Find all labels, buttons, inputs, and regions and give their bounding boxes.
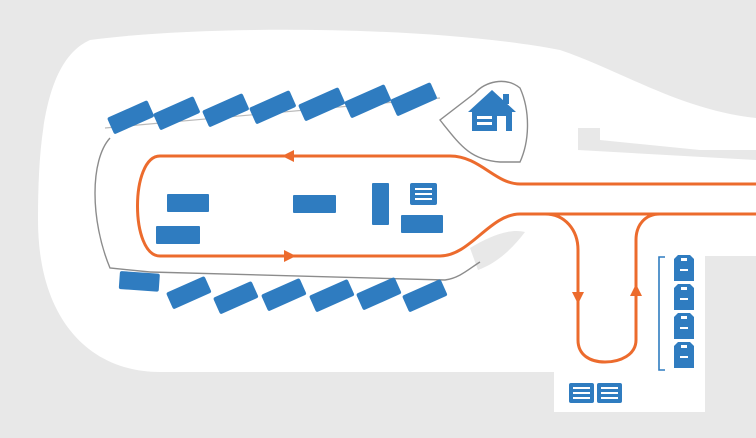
parking-outline [439,80,529,163]
building [156,226,200,244]
building [261,278,307,311]
shed-icon [674,342,694,368]
building [202,93,249,127]
bracket-icon [658,256,665,371]
route-arrow-icon [284,250,296,262]
top-building-row [107,82,437,134]
building [167,194,209,212]
building [107,100,154,134]
building [166,276,212,309]
building [309,279,355,312]
building [401,215,443,233]
building [118,271,160,292]
list-icon [569,383,594,403]
building [344,84,391,118]
loop-outline [94,137,151,273]
building [298,87,345,121]
building [402,279,448,312]
list-icon [597,383,622,403]
building [356,277,402,310]
building [390,82,437,116]
route-branch [544,212,661,364]
road-island-top [578,128,756,160]
lot-area [38,29,756,413]
bottom-building-row [118,271,448,314]
shed-icon [674,255,694,281]
building [293,195,336,213]
building [153,96,200,130]
shed-icon [674,284,694,310]
route-arrow-icon [630,284,642,296]
central-buildings [156,183,443,244]
building [213,281,259,314]
route-loop [136,154,756,258]
list-icon [410,183,437,205]
road-island-bottom [470,230,525,270]
shed-icon [674,313,694,339]
bottom-outline [149,261,481,281]
shed-column [674,255,694,368]
building [372,183,389,225]
building [249,90,296,124]
route-arrow-icon [572,292,584,304]
house-icon [468,90,516,131]
route-arrow-icon [282,150,294,162]
